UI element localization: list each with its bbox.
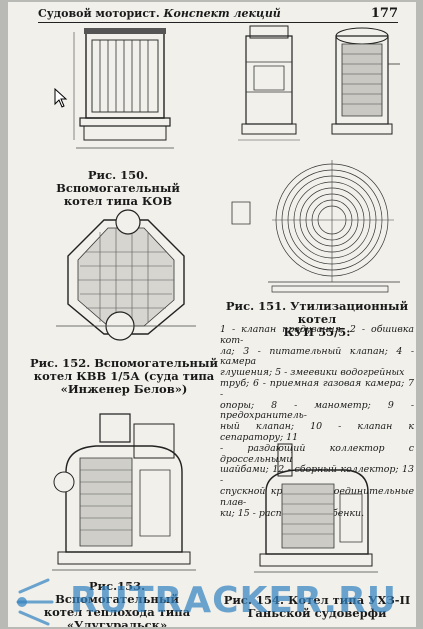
figure-154-drawing: [252, 442, 380, 582]
running-title: Судовой моторист. Конспект лекций: [38, 7, 281, 20]
figure-150-caption: Рис. 150. Вспомогательный котел типа КОВ: [56, 168, 180, 208]
page-number: 177: [370, 6, 398, 21]
figure-150-drawing: [66, 28, 178, 158]
figure-153-drawing: [48, 410, 198, 582]
figure-151-section-view: [326, 24, 402, 144]
mouse-cursor-icon: [54, 88, 68, 108]
figure-152-drawing: [56, 208, 196, 344]
figure-153-caption: Рис.153. Вспомогательный котел теплохода…: [43, 579, 191, 628]
page-header: Судовой моторист. Конспект лекций 177: [38, 6, 398, 23]
figure-151-coil-plan: [228, 158, 414, 298]
figure-152-caption: Рис. 152. Вспомогательный котел КВВ 1/5А…: [30, 356, 218, 396]
book-page: Судовой моторист. Конспект лекций 177 Ри…: [8, 2, 416, 627]
figure-151-side-view: [236, 22, 304, 144]
figure-154-caption: Рис. 154. Котел типа УХЗ-II Ганьской суд…: [223, 593, 411, 620]
figure-151-caption: Рис. 151. Утилизационный котел КУП 55/5:: [225, 299, 409, 339]
watermark-text: RUTRACKER.RU: [70, 580, 398, 621]
